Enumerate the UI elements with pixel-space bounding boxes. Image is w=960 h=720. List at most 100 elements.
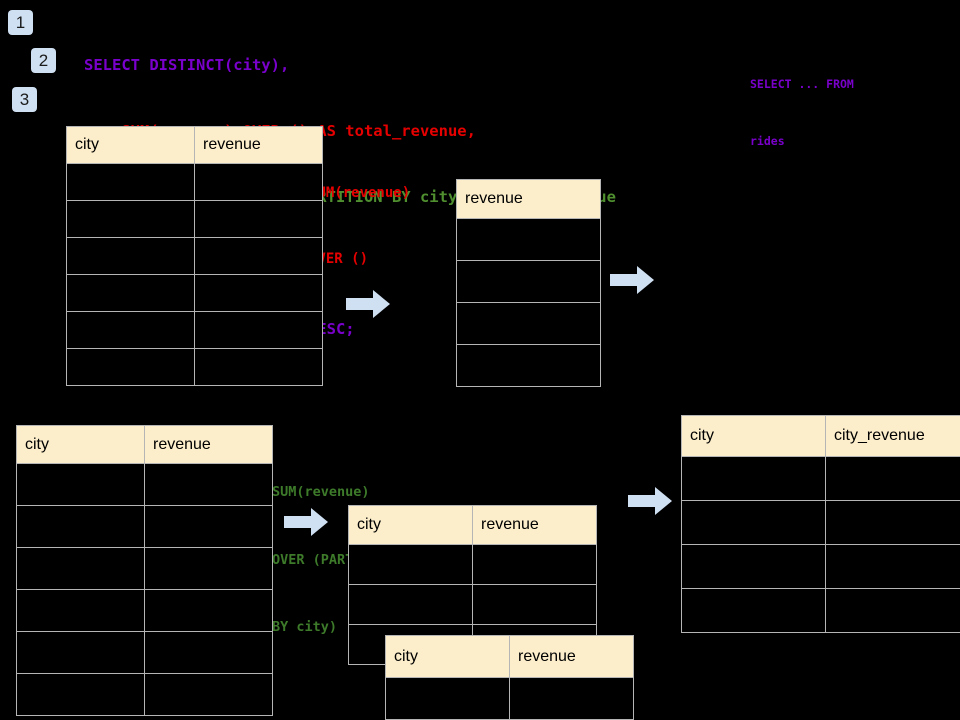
column-header-city: city <box>66 126 195 164</box>
table-cell <box>825 456 960 501</box>
table-cell <box>348 584 473 625</box>
table-row <box>16 547 273 590</box>
column-header-revenue: revenue <box>472 505 597 545</box>
rides-source-table-bottom: city revenue <box>16 425 273 716</box>
table-cell <box>194 348 323 386</box>
table-header-row: city revenue <box>16 425 273 464</box>
column-header-city: city <box>348 505 473 545</box>
column-header-city: city <box>681 415 826 457</box>
table-cell <box>66 311 195 349</box>
table-row <box>456 218 601 261</box>
table-cell <box>144 463 273 506</box>
table-cell <box>456 260 601 303</box>
table-cell <box>16 631 145 674</box>
table-header-row: revenue <box>456 179 601 219</box>
rides-source-table-top: city revenue <box>66 126 323 386</box>
table-row <box>681 500 960 545</box>
table-row <box>16 589 273 632</box>
table-cell <box>144 505 273 548</box>
table-row <box>456 302 601 345</box>
table-row <box>456 260 601 303</box>
table-row <box>681 544 960 589</box>
table-header-row: city city_revenue <box>681 415 960 457</box>
column-header-revenue: revenue <box>144 425 273 464</box>
step-badge-3[interactable]: 3 <box>12 87 37 112</box>
table-cell <box>472 584 597 625</box>
column-header-revenue: revenue <box>194 126 323 164</box>
sql-line-select: SELECT DISTINCT(city), <box>84 56 290 74</box>
table-header-row: city revenue <box>348 505 597 545</box>
table-header-row: city revenue <box>66 126 323 164</box>
table-row <box>681 456 960 501</box>
table-cell <box>66 274 195 312</box>
table-row <box>348 544 597 585</box>
table-row <box>16 673 273 716</box>
partition-table-front: city revenue <box>385 635 634 720</box>
table-row <box>16 463 273 506</box>
table-cell <box>16 463 145 506</box>
arrow-partition-to-result <box>628 487 672 515</box>
table-cell <box>144 589 273 632</box>
total-revenue-table: revenue <box>456 179 601 387</box>
table-cell <box>144 673 273 716</box>
table-row <box>16 505 273 548</box>
table-row <box>456 344 601 387</box>
table-row <box>66 348 323 386</box>
annotation-city-revenue-line-1: SUM(revenue) <box>272 484 370 500</box>
table-cell <box>66 348 195 386</box>
table-cell <box>144 547 273 590</box>
table-cell <box>472 544 597 585</box>
table-cell <box>194 237 323 275</box>
annotation-total-revenue-line-2: OVER () <box>309 251 369 267</box>
table-cell <box>66 200 195 238</box>
side-note-line-2: rides <box>750 134 785 148</box>
table-header-row: city revenue <box>385 635 634 678</box>
table-row <box>66 274 323 312</box>
table-cell <box>16 673 145 716</box>
side-note-line-1: SELECT ... FROM <box>750 77 854 91</box>
column-header-revenue: revenue <box>509 635 634 678</box>
column-header-revenue: revenue <box>456 179 601 219</box>
table-row <box>16 631 273 674</box>
arrow-source-to-total <box>346 290 390 318</box>
annotation-total-revenue: SUM(revenue) OVER () <box>309 138 410 314</box>
table-cell <box>385 677 510 720</box>
table-cell <box>456 344 601 387</box>
column-header-city-revenue: city_revenue <box>825 415 960 457</box>
annotation-city-revenue-line-3: BY city) <box>272 619 338 635</box>
table-cell <box>348 544 473 585</box>
table-row <box>66 237 323 275</box>
table-cell <box>66 163 195 201</box>
table-cell <box>194 274 323 312</box>
table-cell <box>144 631 273 674</box>
table-cell <box>509 677 634 720</box>
table-row <box>348 584 597 625</box>
arrow-source-to-partition <box>284 508 328 536</box>
result-table: city city_revenue <box>681 415 960 633</box>
table-cell <box>825 500 960 545</box>
table-row <box>66 200 323 238</box>
table-cell <box>456 302 601 345</box>
column-header-city: city <box>16 425 145 464</box>
table-cell <box>681 500 826 545</box>
step-badge-1[interactable]: 1 <box>8 10 33 35</box>
table-cell <box>825 544 960 589</box>
side-note-select-from: SELECT ... FROM rides <box>750 37 854 189</box>
table-cell <box>825 588 960 633</box>
table-cell <box>194 311 323 349</box>
table-cell <box>681 588 826 633</box>
table-row <box>66 163 323 201</box>
annotation-total-revenue-line-1: SUM(revenue) <box>309 185 411 201</box>
table-cell <box>16 547 145 590</box>
arrow-total-to-result <box>610 266 654 294</box>
column-header-city: city <box>385 635 510 678</box>
table-cell <box>681 456 826 501</box>
table-cell <box>66 237 195 275</box>
table-cell <box>681 544 826 589</box>
table-cell <box>456 218 601 261</box>
table-row <box>385 677 634 720</box>
step-badge-2[interactable]: 2 <box>31 48 56 73</box>
table-cell <box>194 163 323 201</box>
table-cell <box>16 589 145 632</box>
